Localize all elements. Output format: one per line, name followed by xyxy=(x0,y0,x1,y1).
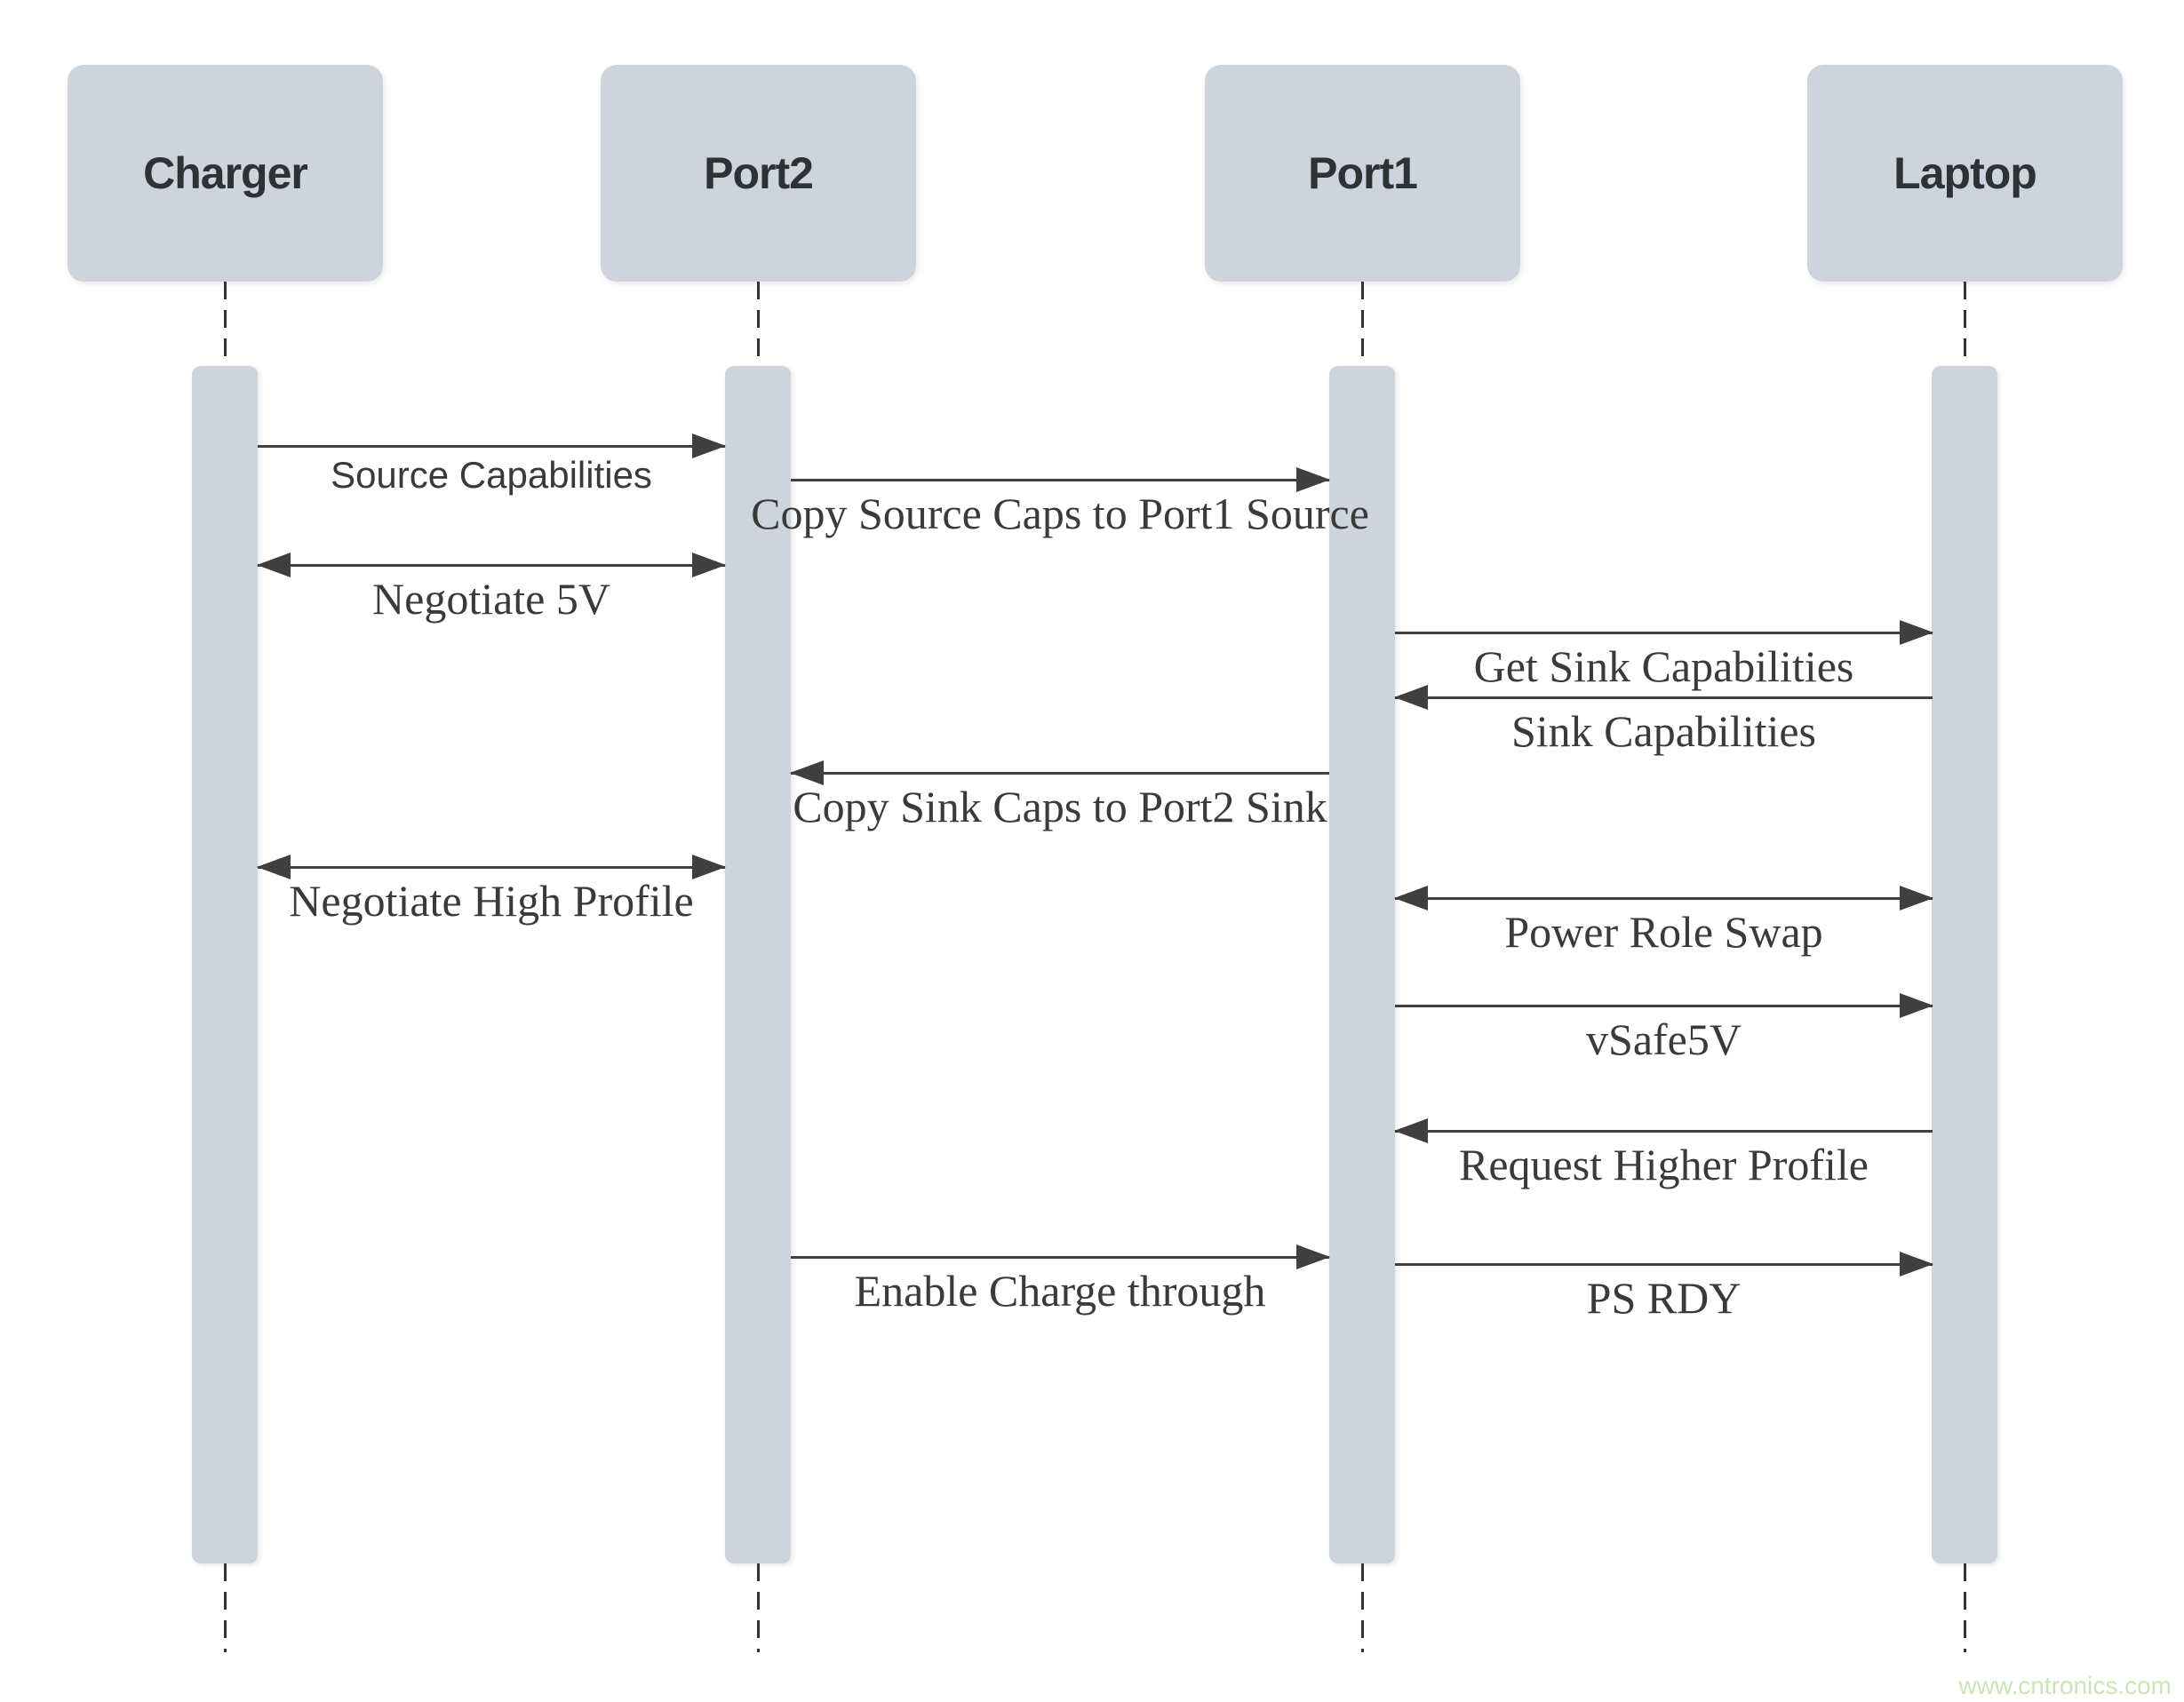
message-line xyxy=(791,1256,1329,1259)
arrowhead-left xyxy=(257,855,291,879)
actor-label-port2: Port2 xyxy=(704,148,814,198)
arrowhead-left xyxy=(790,760,824,785)
actor-label-port1: Port1 xyxy=(1308,148,1418,198)
lifeline-top-laptop xyxy=(1964,282,1966,366)
arrowhead-right xyxy=(1900,886,1933,911)
actor-label-laptop: Laptop xyxy=(1893,148,2037,198)
arrowhead-left xyxy=(1394,886,1428,911)
actor-box-charger: Charger xyxy=(68,65,383,282)
message-line xyxy=(1395,632,1933,634)
message-label: Sink Capabilities xyxy=(1510,706,1817,756)
lifeline-top-port2 xyxy=(757,282,760,366)
message-label: Get Sink Capabilities xyxy=(1473,641,1854,691)
message-line xyxy=(1395,1005,1933,1007)
arrowhead-right xyxy=(1900,620,1933,645)
message-line xyxy=(791,479,1329,481)
arrowhead-left xyxy=(1394,685,1428,710)
message-label: Copy Source Caps to Port1 Source xyxy=(751,489,1369,538)
activation-bar-port1 xyxy=(1329,366,1395,1563)
message-label: Source Capabilities xyxy=(331,454,652,496)
message-line xyxy=(258,866,725,869)
message-line xyxy=(1395,1130,1933,1133)
arrowhead-right xyxy=(1296,467,1330,492)
message-line xyxy=(1395,696,1933,699)
message-label: Request Higher Profile xyxy=(1458,1140,1869,1189)
message-label: vSafe5V xyxy=(1586,1014,1742,1064)
message-line xyxy=(1395,897,1933,900)
lifeline-top-charger xyxy=(224,282,227,366)
message-label: Copy Sink Caps to Port2 Sink xyxy=(793,782,1327,831)
actor-label-charger: Charger xyxy=(143,148,308,198)
message-label: Negotiate High Profile xyxy=(289,876,694,926)
arrowhead-right xyxy=(692,855,726,879)
lifeline-top-port1 xyxy=(1361,282,1364,366)
actor-box-port1: Port1 xyxy=(1205,65,1520,282)
lifeline-bottom-charger xyxy=(224,1563,227,1652)
message-line xyxy=(791,772,1329,775)
lifeline-bottom-laptop xyxy=(1964,1563,1966,1652)
arrowhead-left xyxy=(1394,1118,1428,1143)
activation-bar-laptop xyxy=(1932,366,1997,1563)
message-label: Negotiate 5V xyxy=(372,574,610,624)
message-line xyxy=(258,445,725,448)
message-label: Enable Charge through xyxy=(854,1266,1266,1316)
arrowhead-right xyxy=(1900,1252,1933,1276)
actor-box-laptop: Laptop xyxy=(1807,65,2123,282)
arrowhead-left xyxy=(257,553,291,577)
arrowhead-right xyxy=(692,553,726,577)
activation-bar-charger xyxy=(192,366,258,1563)
lifeline-bottom-port2 xyxy=(757,1563,760,1652)
arrowhead-right xyxy=(1900,993,1933,1018)
message-label: PS RDY xyxy=(1586,1273,1742,1323)
actor-box-port2: Port2 xyxy=(601,65,916,282)
watermark: www.cntronics.com xyxy=(1958,1672,2172,1699)
message-line xyxy=(1395,1263,1933,1266)
lifeline-bottom-port1 xyxy=(1361,1563,1364,1652)
activation-bar-port2 xyxy=(725,366,791,1563)
arrowhead-right xyxy=(1296,1245,1330,1269)
message-line xyxy=(258,564,725,567)
arrowhead-right xyxy=(692,433,726,458)
message-label: Power Role Swap xyxy=(1504,907,1823,957)
